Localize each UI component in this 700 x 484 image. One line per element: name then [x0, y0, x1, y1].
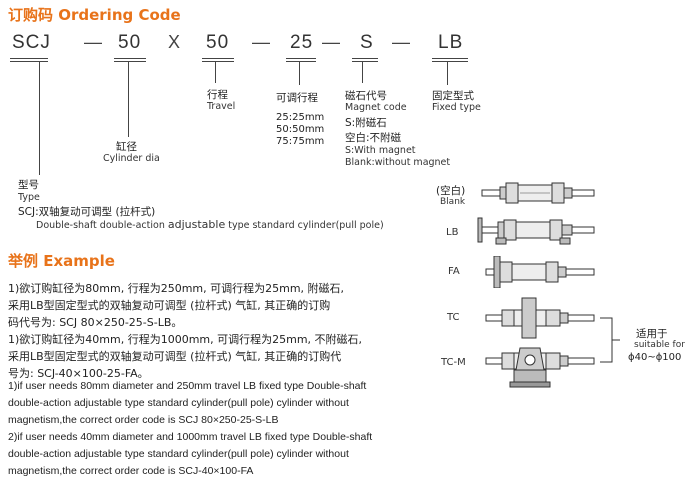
example-cn-1: 1)欲订购缸径为80mm, 行程为250mm, 可调行程为25mm, 附磁石, …: [8, 280, 344, 331]
separator-x: X: [168, 32, 181, 52]
type-label-en: Type: [18, 192, 40, 203]
separator-2: —: [252, 32, 270, 52]
example-cn-2: 1)欲订购缸径为40mm, 行程为1000mm, 可调行程为25mm, 不附磁石…: [8, 331, 362, 382]
example-en-2-line-1: 2)if user needs 40mm diameter and 1000mm…: [8, 431, 373, 443]
separator-4: —: [392, 32, 410, 52]
code-model: SCJ: [12, 32, 51, 53]
code-magnet: S: [360, 32, 374, 53]
magnet-label-cn: 磁石代号: [345, 90, 387, 102]
code-mount: LB: [438, 32, 464, 53]
magnet-blank-en: Blank:without magnet: [345, 157, 451, 168]
cylinder-tc-icon: [485, 297, 595, 339]
example-cn-1-line-3: 码代号为: SCJ 80×250-25-S-LB。: [8, 316, 183, 329]
suitable-en: suitable for: [634, 340, 685, 350]
mount-blank-en: Blank: [440, 197, 466, 207]
mount-label-cn: 固定型式: [432, 90, 474, 102]
ordering-code-heading: 订购码 Ordering Code: [8, 6, 181, 24]
separator-3: —: [322, 32, 340, 52]
mount-tc-label: TC: [447, 312, 460, 323]
example-en-2: 2)if user needs 40mm diameter and 1000mm…: [8, 429, 372, 480]
cylinder-fa-icon: [485, 256, 595, 288]
adjust-value-25: 25:25mm: [276, 112, 325, 123]
magnet-s-cn: S:附磁石: [345, 117, 387, 129]
type-desc-en-a: Double-shaft double-action: [36, 220, 168, 231]
example-cn-2-line-2: 采用LB型固定型式的双轴复动可调型 (拉杆式) 气缸, 其正确的订购代: [8, 350, 342, 363]
example-cn-2-line-3: 号为: SCJ-40×100-25-FA。: [8, 367, 149, 380]
mount-blank-label: (空白): [436, 185, 466, 197]
example-en-2-line-3: magnetism,the correct order code is SCJ-…: [8, 465, 254, 477]
magnet-blank-cn: 空白:不附磁: [345, 132, 402, 144]
separator-1: —: [84, 32, 102, 52]
cylinder-blank-icon: [481, 182, 595, 204]
magnet-label-en: Magnet code: [345, 102, 407, 113]
mount-label-en: Fixed type: [432, 102, 481, 113]
code-bore: 50: [118, 32, 142, 53]
adjust-label-cn: 可调行程: [276, 92, 318, 104]
cylinder-tcm-icon: [485, 347, 595, 388]
mount-fa-label: FA: [448, 266, 460, 277]
bore-label-en: Cylinder dia: [103, 153, 160, 164]
example-en-2-line-2: double-action adjustable type standard c…: [8, 448, 349, 460]
adjust-value-75: 75:75mm: [276, 136, 325, 147]
suitable-bracket: [600, 317, 620, 363]
type-label-cn: 型号: [18, 179, 39, 191]
example-cn-1-line-2: 采用LB型固定型式的双轴复动可调型 (拉杆式) 气缸, 其正确的订购: [8, 299, 331, 312]
cylinder-lb-icon: [477, 217, 595, 245]
suitable-range: ϕ40~ϕ100: [628, 352, 682, 363]
magnet-s-en: S:With magnet: [345, 145, 416, 156]
example-en-1-line-2: double-action adjustable type standard c…: [8, 397, 349, 409]
example-en-1-line-3: magnetism,the correct order code is SCJ …: [8, 414, 279, 426]
example-en-1-line-1: 1)if user needs 80mm diameter and 250mm …: [8, 380, 367, 392]
example-heading: 举例 Example: [8, 252, 115, 270]
type-desc-en-c: type standard cylinder(pull pole): [225, 220, 384, 231]
type-desc-en-b: adjustable: [167, 218, 226, 231]
mount-lb-label: LB: [446, 227, 459, 238]
travel-label-cn: 行程: [207, 89, 228, 101]
travel-label-en: Travel: [207, 101, 236, 112]
example-en-1: 1)if user needs 80mm diameter and 250mm …: [8, 378, 366, 429]
type-desc-en: Double-shaft double-action adjustable ty…: [36, 218, 384, 231]
code-travel: 50: [206, 32, 230, 53]
code-adjust: 25: [290, 32, 314, 53]
suitable-cn: 适用于: [636, 328, 668, 340]
type-desc-cn: SCJ:双轴复动可调型 (拉杆式): [18, 206, 156, 218]
mount-tcm-label: TC-M: [441, 357, 466, 368]
example-cn-1-line-1: 1)欲订购缸径为80mm, 行程为250mm, 可调行程为25mm, 附磁石,: [8, 282, 345, 295]
example-cn-2-line-1: 1)欲订购缸径为40mm, 行程为1000mm, 可调行程为25mm, 不附磁石…: [8, 333, 363, 346]
bore-label-cn: 缸径: [116, 141, 137, 153]
adjust-value-50: 50:50mm: [276, 124, 325, 135]
